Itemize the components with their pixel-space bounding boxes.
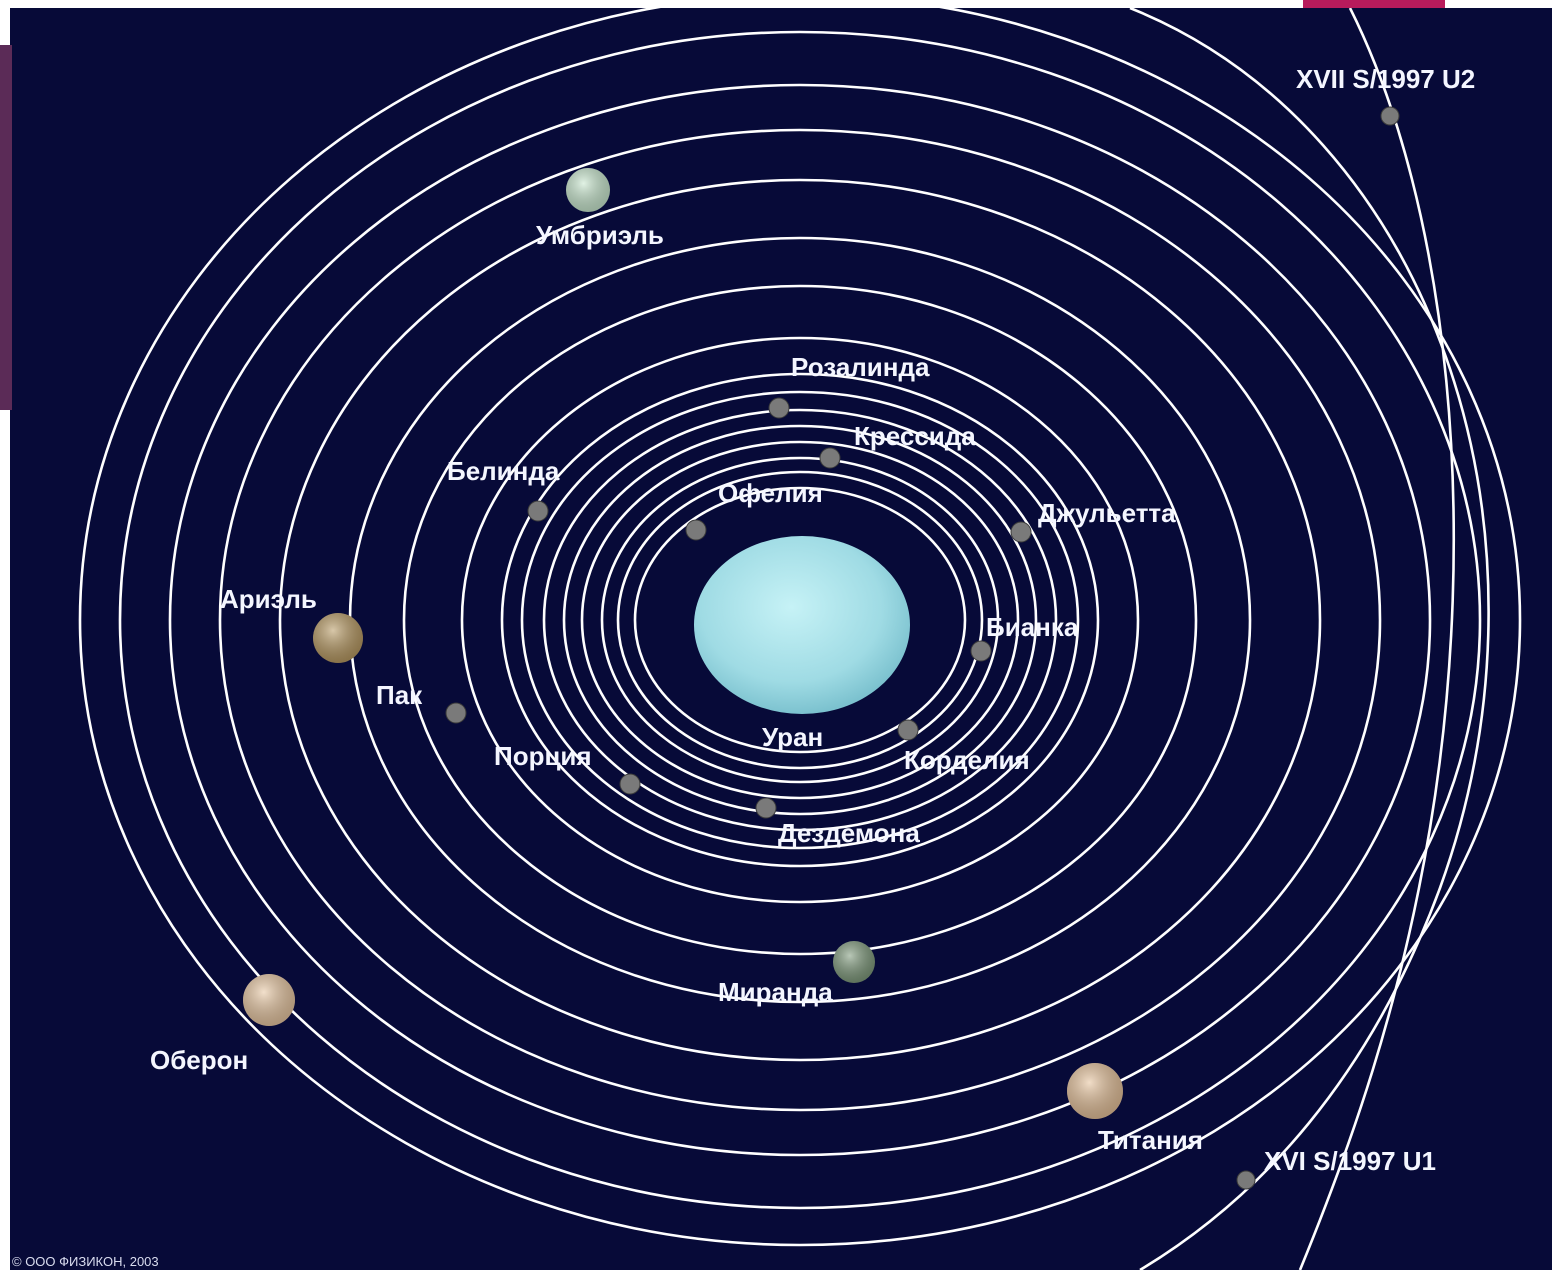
orbit-14 (168, 83, 1432, 1157)
diagram-frame: Уран (10, 8, 1552, 1270)
belinda-label: Белинда (447, 456, 560, 486)
orbit-12 (278, 178, 1322, 1062)
left-accent-bar (0, 45, 12, 410)
orbit-xvii (1298, 8, 1456, 1270)
puck-moon-icon (445, 702, 467, 724)
orbit-16 (78, 8, 1522, 1247)
orbit-10 (402, 284, 1198, 956)
cressida-moon-icon (819, 447, 841, 469)
bianca-label: Бианка (986, 612, 1079, 642)
copyright-text: © ООО ФИЗИКОН, 2003 (12, 1254, 159, 1269)
oberon-label: Оберон (150, 1045, 248, 1075)
rosalind-moon-icon (768, 397, 790, 419)
orbit-xvi (1129, 8, 1490, 1270)
portia-label: Порция (494, 741, 592, 771)
uranus-moons-diagram: Уран (12, 8, 1522, 1270)
cordelia-moon-icon (897, 719, 919, 741)
moon-labels: Умбриэль Розалинда Крессида Белинда Офел… (150, 64, 1475, 1176)
xvii-moon-icon (1380, 106, 1400, 126)
rosalind-label: Розалинда (791, 352, 930, 382)
orbit-7 (520, 390, 1080, 850)
juliet-label: Джульетта (1038, 498, 1176, 528)
moon-markers (243, 106, 1400, 1190)
titania-label: Титания (1098, 1125, 1203, 1155)
orbit-5 (562, 424, 1038, 816)
bianca-moon-icon (970, 640, 992, 662)
ophelia-label: Офелия (718, 478, 823, 508)
titania-moon-shade (1067, 1063, 1123, 1119)
orbit-3 (600, 456, 1000, 784)
orbit-9 (460, 336, 1140, 904)
desdemona-moon-icon (755, 797, 777, 819)
ophelia-moon-icon (685, 519, 707, 541)
orbit-1 (633, 486, 967, 754)
ariel-moon-shade (313, 613, 363, 663)
orbit-8 (500, 372, 1100, 868)
puck-label: Пак (376, 680, 423, 710)
juliet-moon-icon (1010, 521, 1032, 543)
orbit-6 (542, 408, 1058, 832)
top-accent-bar (1303, 0, 1445, 8)
xvii-label: XVII S/1997 U2 (1296, 64, 1475, 94)
planet: Уран (694, 536, 910, 752)
uranus-planet-icon (694, 536, 910, 714)
planet-label: Уран (762, 722, 823, 752)
desdemona-label: Дездемона (778, 818, 920, 848)
orbit-4 (580, 440, 1020, 800)
orbit-15 (118, 30, 1482, 1210)
cordelia-label: Корделия (904, 745, 1030, 775)
xvi-moon-icon (1236, 1170, 1256, 1190)
xvi-label: XVI S/1997 U1 (1264, 1146, 1436, 1176)
belinda-moon-icon (527, 500, 549, 522)
ariel-label: Ариэль (220, 584, 317, 614)
orbit-13 (218, 128, 1382, 1112)
umbriel-label: Умбриэль (536, 220, 664, 250)
cressida-label: Крессида (854, 421, 976, 451)
orbit-2 (616, 470, 984, 770)
miranda-moon-shade (833, 941, 875, 983)
miranda-label: Миранда (718, 977, 833, 1007)
portia-moon-icon (619, 773, 641, 795)
umbriel-moon-shade (566, 168, 610, 212)
oberon-moon-shade (243, 974, 295, 1026)
